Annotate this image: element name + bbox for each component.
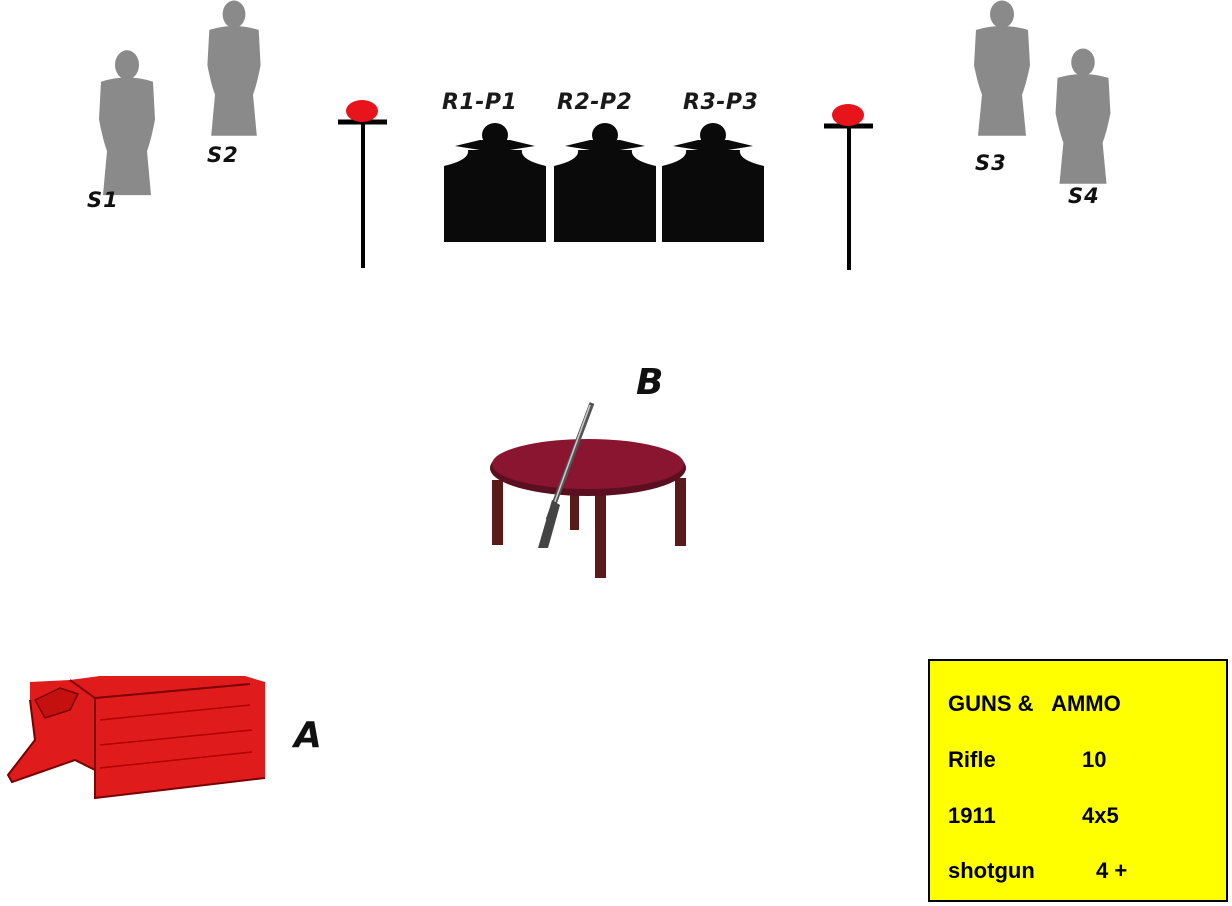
ammo-header: GUNS & AMMO <box>948 691 1121 717</box>
label-position-b: B <box>636 362 663 403</box>
label-s4: S4 <box>1068 184 1100 208</box>
ammo-gun: Rifle <box>948 747 996 773</box>
ammo-gun: shotgun <box>948 858 1035 884</box>
label-s2: S2 <box>207 143 239 167</box>
popper-target-right <box>824 104 873 270</box>
silhouette-target-s2 <box>207 1 260 136</box>
ammo-count: 4x5 <box>1082 803 1119 829</box>
label-r3-p3: R3-P3 <box>683 90 758 115</box>
black-target-r3-p3 <box>662 123 764 242</box>
ammo-count: 4 + <box>1096 858 1127 884</box>
ammo-row: 1911 4x5 <box>948 803 1216 833</box>
black-target-r1-p1 <box>444 123 546 242</box>
ammo-row: Rifle 10 <box>948 747 1216 777</box>
popper-target-left <box>338 100 387 268</box>
label-r2-p2: R2-P2 <box>557 90 632 115</box>
label-s3: S3 <box>975 151 1007 175</box>
label-s1: S1 <box>87 188 119 212</box>
table-with-rifle <box>490 403 686 578</box>
ammo-row: shotgun 4 + <box>948 858 1216 888</box>
barricade <box>8 676 265 798</box>
ammo-count: 10 <box>1082 747 1106 773</box>
guns-ammo-box: GUNS & AMMO Rifle 10 1911 4x5 shotgun 4 … <box>928 659 1228 902</box>
silhouette-target-s1 <box>99 50 155 195</box>
silhouette-target-s3 <box>974 1 1030 136</box>
silhouette-target-s4 <box>1056 49 1111 184</box>
ammo-header-row: GUNS & AMMO <box>948 691 1216 721</box>
black-target-r2-p2 <box>554 123 656 242</box>
label-r1-p1: R1-P1 <box>442 90 517 115</box>
label-position-a: A <box>294 715 322 756</box>
ammo-gun: 1911 <box>948 803 996 829</box>
